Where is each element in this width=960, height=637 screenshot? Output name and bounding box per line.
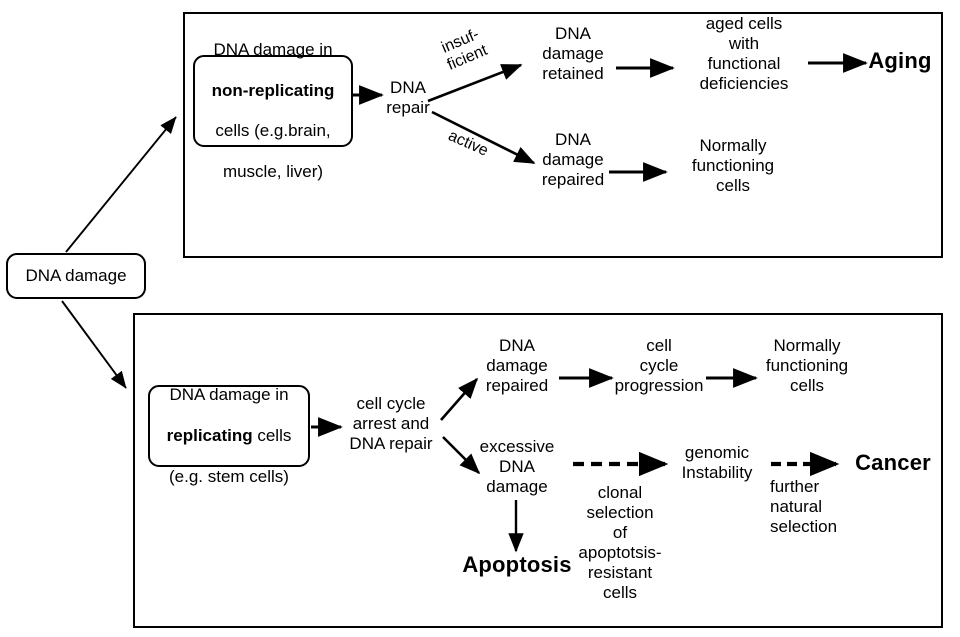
cell-cycle-arrest-node: cell cycle arrest and DNA repair	[349, 394, 433, 454]
bottom-panel-frame	[133, 313, 943, 628]
nonrep-line2: non-replicating	[211, 80, 335, 100]
arrow-repair-to-repaired	[431, 110, 536, 165]
top-dna-repair-node: DNA repair	[386, 78, 430, 118]
replicating-cells-box[interactable]: DNA damage in replicating cells (e.g. st…	[148, 385, 310, 486]
rep-line2-suffix: cells	[252, 426, 292, 445]
rep-line3: (e.g. stem cells)	[169, 466, 289, 486]
genomic-instability-node: genomic Instability	[681, 443, 753, 483]
bottom-normal-cells-node: Normally functioning cells	[765, 336, 849, 396]
top-normal-cells-node: Normally functioning cells	[691, 136, 775, 196]
replicating-cells-text: DNA damage in replicating cells (e.g. st…	[167, 365, 292, 487]
rep-line2: replicating	[166, 426, 253, 445]
arrow-source-to-bottom	[61, 300, 127, 389]
outcome-apoptosis: Apoptosis	[462, 552, 572, 577]
source-dna-damage-label: DNA damage	[25, 265, 127, 285]
rep-line1: DNA damage in	[169, 385, 289, 405]
top-damage-retained-node: DNA damage retained	[542, 24, 604, 84]
arrow-source-to-top	[65, 116, 177, 253]
top-aged-cells-node: aged cells with functional deficiencies	[699, 14, 789, 94]
non-replicating-cells-text: DNA damage in non-replicating cells (e.g…	[212, 19, 335, 182]
excessive-dna-damage-node: excessive DNA damage	[479, 437, 555, 497]
top-panel-frame	[183, 12, 943, 258]
bottom-damage-repaired-node: DNA damage repaired	[485, 336, 549, 396]
arrow-arrest-to-excessive	[442, 436, 481, 475]
arrow-arrest-to-repaired	[440, 377, 479, 421]
outcome-aging: Aging	[868, 48, 932, 73]
nonrep-line1: DNA damage in	[213, 39, 333, 59]
further-natural-selection-label: further natural selection	[770, 477, 838, 537]
source-dna-damage-box[interactable]: DNA damage	[6, 253, 146, 299]
nonrep-line4: muscle, liver)	[222, 162, 324, 182]
top-damage-repaired-node: DNA damage repaired	[541, 130, 605, 190]
outcome-cancer: Cancer	[855, 450, 931, 475]
cell-cycle-progression-node: cell cycle progression	[614, 336, 704, 396]
non-replicating-cells-box[interactable]: DNA damage in non-replicating cells (e.g…	[193, 40, 353, 181]
arrow-repair-to-retained	[427, 63, 523, 103]
nonrep-line3: cells (e.g.brain,	[215, 121, 331, 141]
clonal-selection-label: clonal selection of apoptotsis- resistan…	[578, 483, 662, 603]
